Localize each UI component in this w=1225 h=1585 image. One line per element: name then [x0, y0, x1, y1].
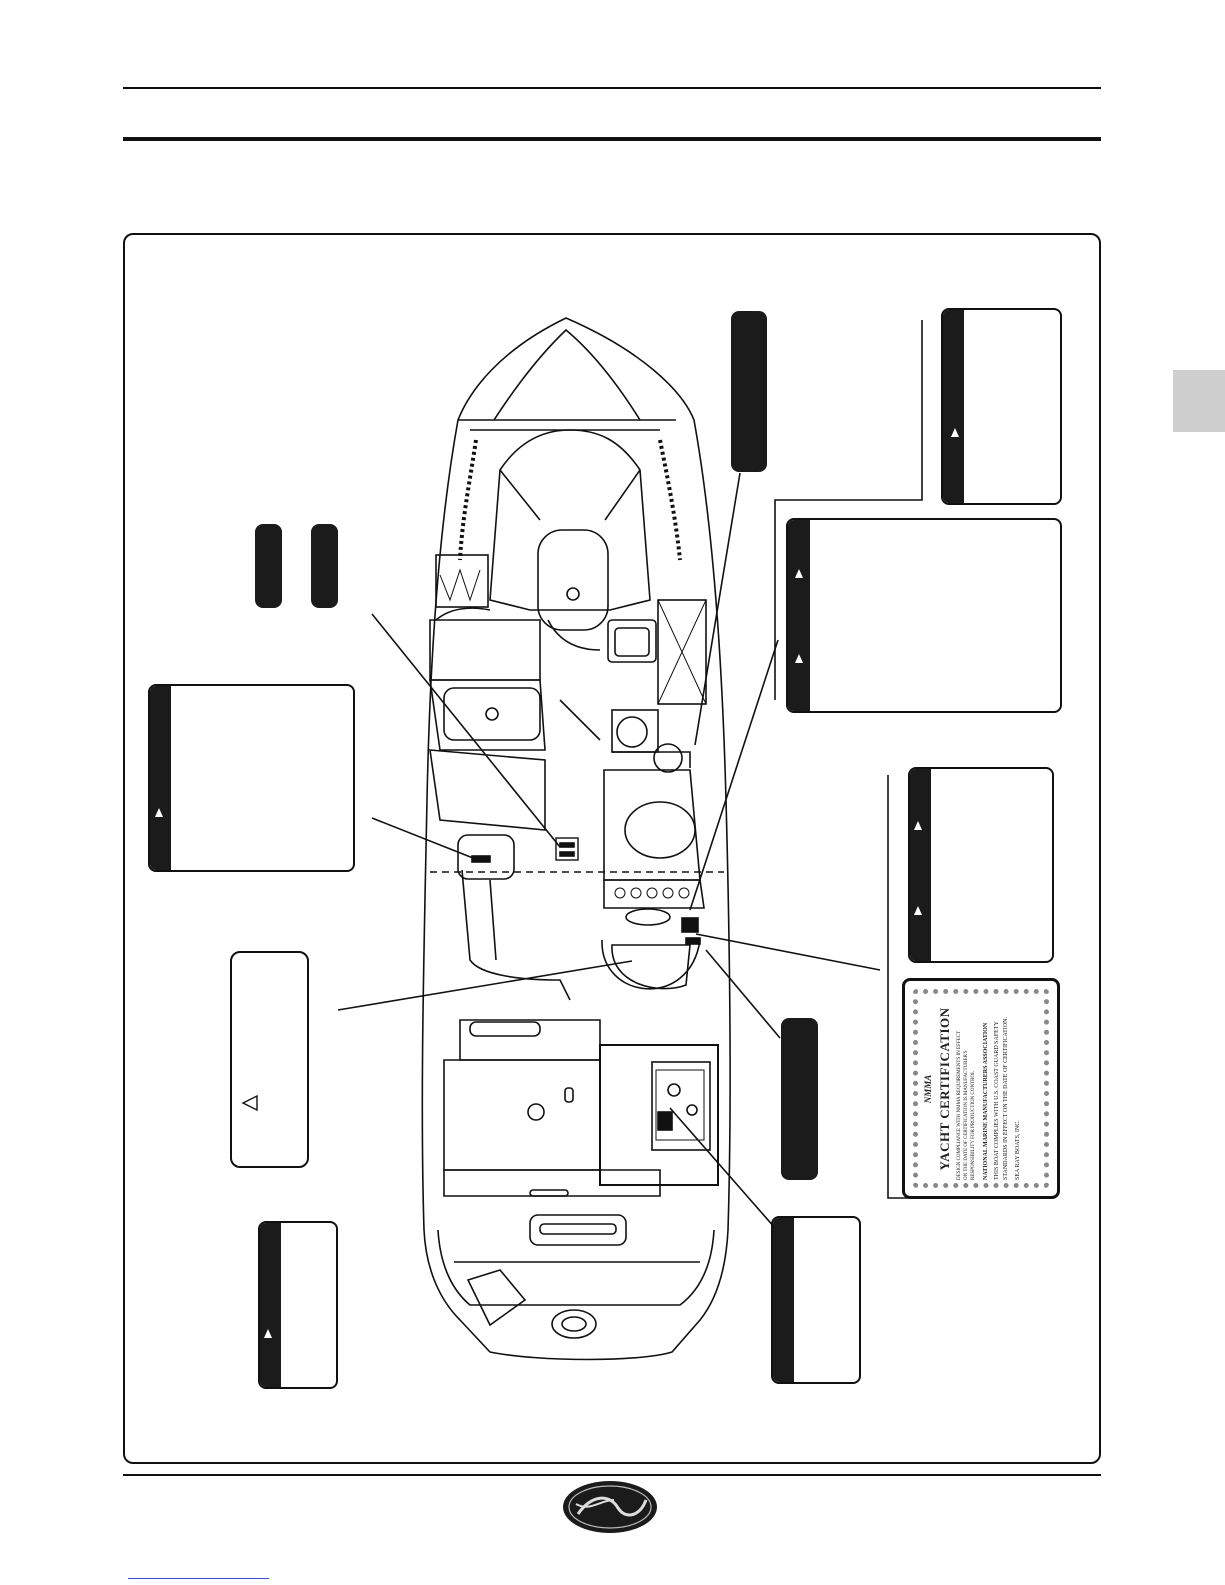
- warning-triangle-icon: [795, 654, 803, 663]
- warning-triangle-icon: [914, 821, 922, 830]
- leader-line: [694, 472, 741, 746]
- leader-line: [695, 933, 881, 971]
- warning-label-right-upper: [786, 518, 1062, 713]
- section-tab: [1173, 370, 1225, 432]
- leader-line: [669, 1107, 776, 1229]
- hull-outline: [421, 317, 731, 1361]
- leader-line: [774, 320, 923, 700]
- yacht-certification-plate: NMMA YACHT CERTIFICATION DESIGN COMPLIAN…: [902, 978, 1060, 1199]
- header-rule-thick: [123, 137, 1101, 141]
- warning-label-bottom-left: [258, 1221, 338, 1389]
- warning-triangle-icon: [914, 906, 922, 915]
- warning-triangle-icon: [155, 808, 163, 817]
- warning-label-top-right: [941, 308, 1062, 505]
- leader-line: [371, 613, 561, 848]
- certificate-border: [913, 989, 1049, 1188]
- warning-triangle-icon: [264, 1329, 272, 1338]
- warning-label-left: [148, 684, 355, 872]
- leader-line: [689, 639, 779, 911]
- figure-frame: [123, 233, 1101, 1464]
- leader-line: [337, 960, 633, 1011]
- warning-triangle-icon: [795, 569, 803, 578]
- capacity-label-pill-1: [255, 524, 282, 608]
- warning-triangle-icon: [951, 428, 959, 437]
- footer-rule: [123, 1474, 1101, 1476]
- caution-triangle-icon: [241, 1094, 258, 1112]
- capacity-label-pill-2: [311, 524, 338, 608]
- fuel-label-pill: [731, 311, 767, 472]
- footer-link-underline[interactable]: [128, 1578, 269, 1579]
- caution-label-left: [230, 951, 309, 1168]
- engine-label-pill: [781, 1018, 818, 1180]
- leader-line: [371, 817, 479, 861]
- header-rule-thin: [123, 87, 1101, 89]
- warning-label-bottom-right: [771, 1216, 861, 1384]
- leader-line: [705, 949, 781, 1039]
